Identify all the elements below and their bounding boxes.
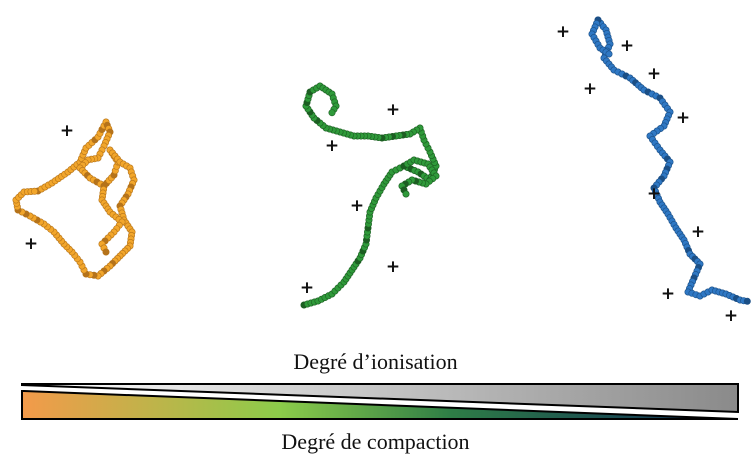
charge-markers: + + + + + + + + + + + + + + + + (24, 22, 738, 326)
ionisation-wedge (21, 383, 739, 414)
charge-plus: + (691, 222, 705, 242)
charge-plus: + (583, 79, 597, 99)
charge-plus: + (300, 278, 314, 298)
charge-plus: + (661, 284, 675, 304)
charge-plus: + (60, 121, 74, 141)
charge-plus: + (676, 108, 690, 128)
charge-plus: + (724, 306, 738, 326)
charge-plus: + (556, 22, 570, 42)
charge-plus: + (24, 234, 38, 254)
bead (402, 190, 410, 198)
bead (328, 109, 336, 117)
charge-plus: + (620, 36, 634, 56)
polymer-chains (12, 16, 751, 309)
charge-plus: + (325, 136, 339, 156)
charge-plus: + (350, 196, 364, 216)
compaction-label: Degré de compaction (281, 429, 470, 454)
ionisation-label: Degré d’ionisation (293, 349, 458, 374)
bead (102, 248, 110, 256)
charge-plus: + (386, 257, 400, 277)
bead (743, 297, 751, 305)
charge-plus: + (647, 184, 661, 204)
bead (30, 187, 38, 195)
charge-plus: + (386, 100, 400, 120)
bead (605, 50, 613, 58)
compaction-wedge (21, 390, 739, 420)
charge-plus: + (647, 64, 661, 84)
